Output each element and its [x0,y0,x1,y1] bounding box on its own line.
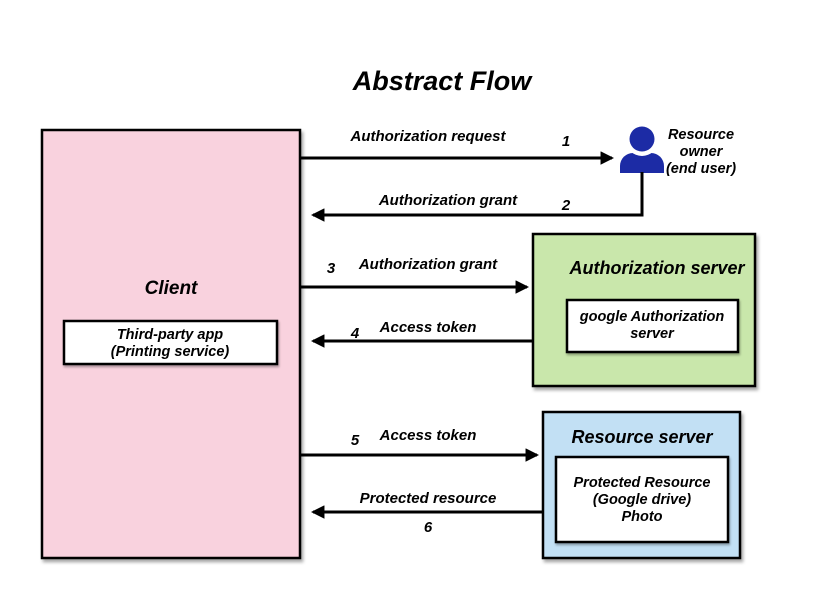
flow-4-label: Access token [379,319,477,336]
person-head [629,126,655,152]
flow-6-label: Protected resource [360,490,497,507]
flow-3-step: 3 [327,260,336,277]
third-party-app-box [62,319,279,366]
flow-2-label: Authorization grant [378,192,518,209]
person-icon [620,124,664,173]
person-body [620,153,664,173]
flow-5-step: 5 [351,432,360,449]
resource-owner-label-line1: Resource [668,127,734,143]
resource-owner-label-line3: (end user) [666,161,736,177]
flow-1-label: Authorization request [349,128,506,145]
protected-resource-label-line1: Protected Resource [574,475,711,491]
flow-6-step: 6 [424,519,433,536]
protected-resource-label-line2: (Google drive) [593,492,691,508]
flow-4-step: 4 [350,325,360,342]
flow-5-label: Access token [379,427,477,444]
client-label: Client [145,278,198,299]
protected-resource-box [554,455,730,544]
google-authorization-server-label-line2: server [630,326,675,342]
flow-2-step: 2 [561,197,571,214]
third-party-app-label-line2: (Printing service) [111,344,230,360]
third-party-app-label-line1: Third-party app [117,327,223,343]
flow-2-arrow [310,172,644,222]
flow-3-label: Authorization grant [358,256,498,273]
flow-1-step: 1 [562,133,570,150]
google-authorization-server-label-line1: google Authorization [579,309,725,325]
diagram-title: Abstract Flow [352,66,534,96]
resource-owner-label-line2: owner [680,144,724,160]
authorization-server-label: Authorization server [568,258,745,278]
google-authorization-server-box [565,298,740,354]
protected-resource-label-line3: Photo [621,509,662,525]
resource-server-label: Resource server [571,427,713,447]
